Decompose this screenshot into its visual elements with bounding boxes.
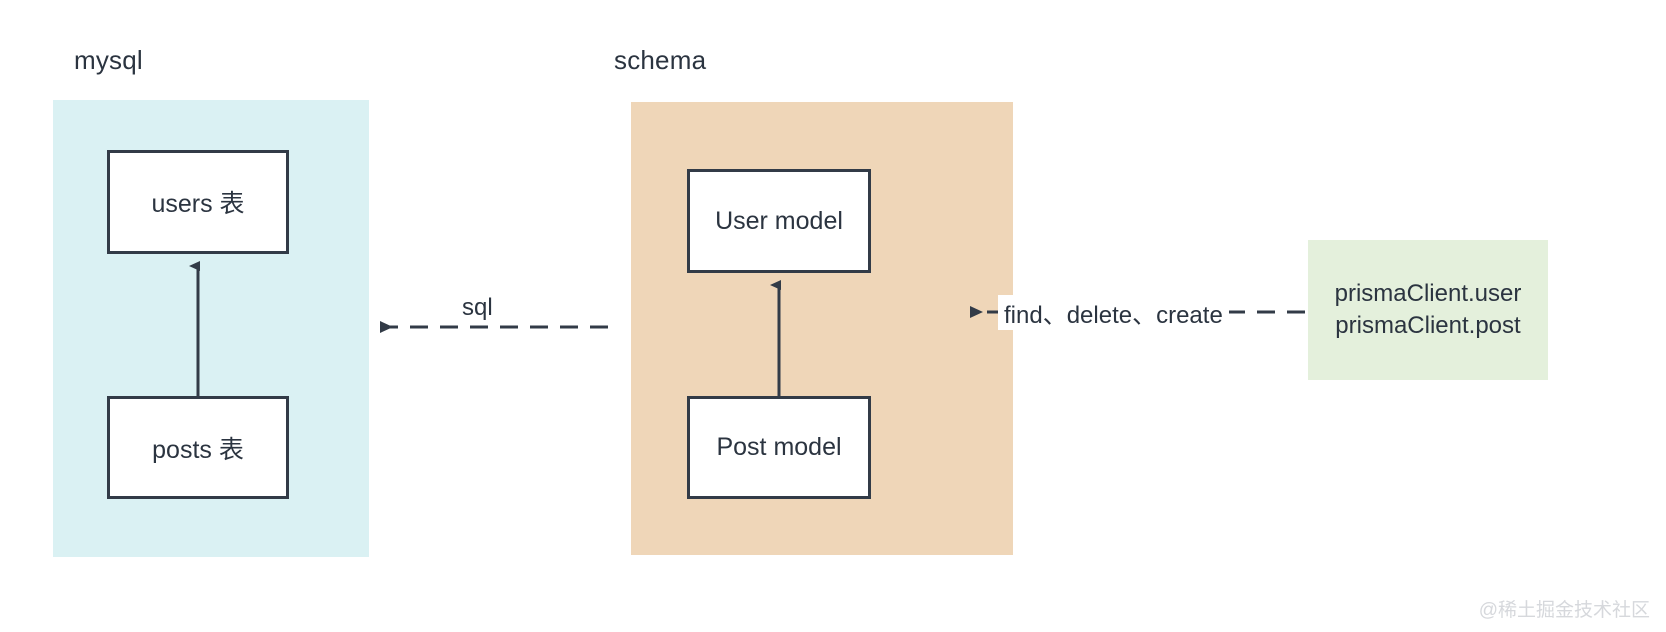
edge-label-sql: sql [456,294,499,322]
schema-panel-label: schema [614,45,707,75]
prisma-client-box[interactable]: prismaClient.user prismaClient.post [1308,240,1548,380]
node-users-table[interactable]: users 表 [107,150,289,254]
node-posts-table[interactable]: posts 表 [107,396,289,499]
mysql-panel-label: mysql [74,45,143,75]
node-post-model[interactable]: Post model [687,396,871,499]
node-user-model[interactable]: User model [687,169,871,273]
prisma-client-post-line: prismaClient.post [1335,312,1521,339]
watermark: @稀土掘金技术社区 [1478,600,1650,621]
edge-label-crud: find、delete、create [998,295,1229,330]
prisma-client-user-line: prismaClient.user [1334,280,1522,307]
